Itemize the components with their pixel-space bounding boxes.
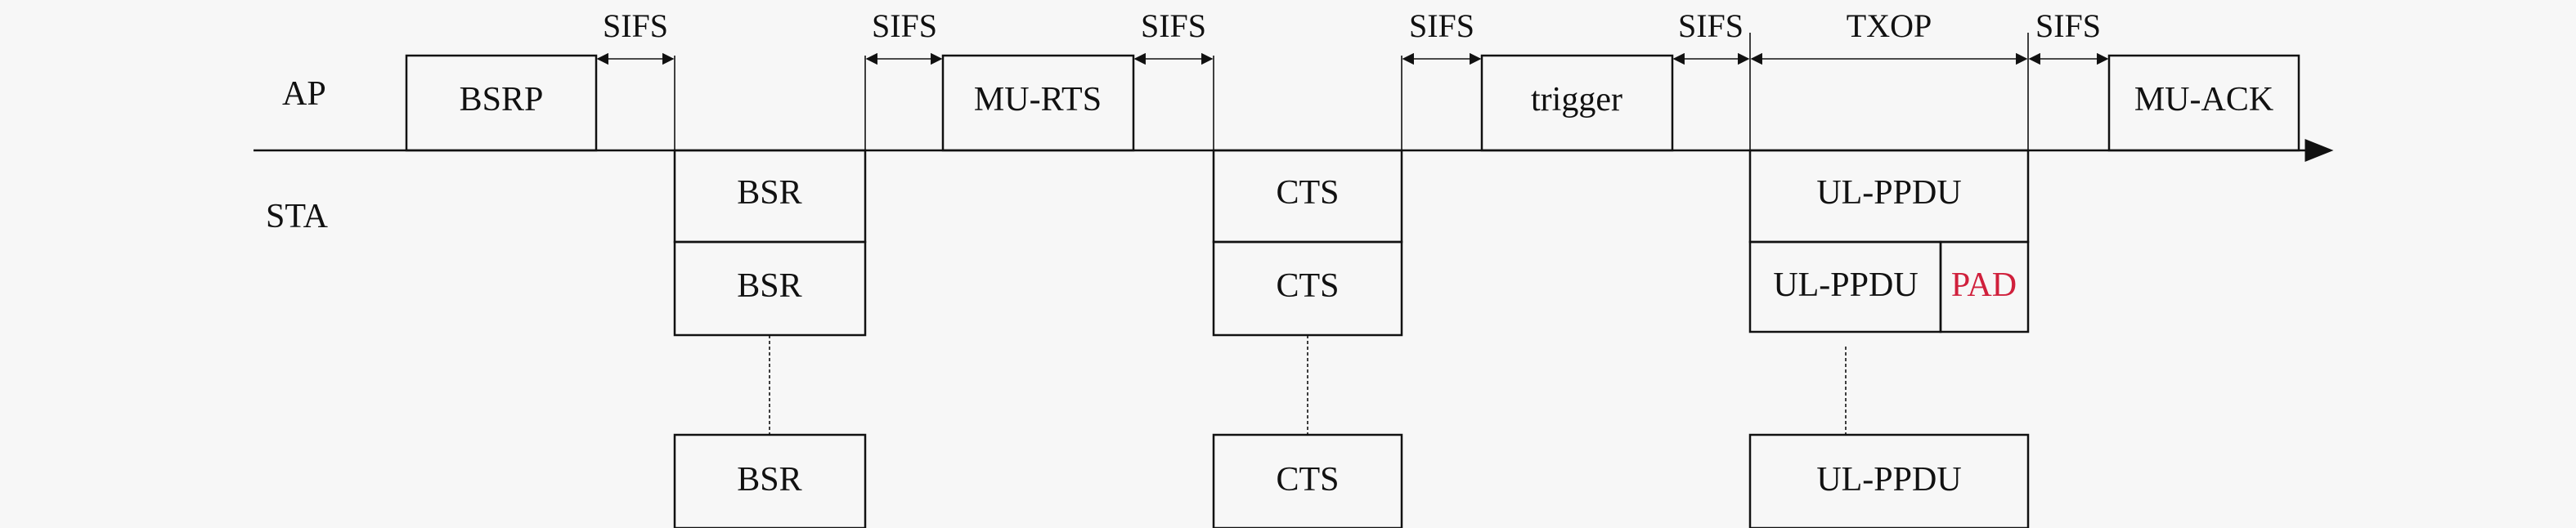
sifs-interval-4: SIFS <box>1401 7 1483 150</box>
frame-cts-1-label: CTS <box>1276 174 1339 212</box>
sifs-interval-3: SIFS <box>1133 7 1214 150</box>
sifs-interval-6: SIFS <box>2027 7 2110 150</box>
frame-ul-ppdu-1: UL-PPDU <box>1748 149 2030 244</box>
frame-ul-ppdu-n-label: UL-PPDU <box>1816 461 1961 499</box>
sifs-label-3: SIFS <box>1141 7 1206 44</box>
frame-bsr-2: BSR <box>673 240 867 337</box>
sifs-label-6: SIFS <box>2035 7 2101 44</box>
ap-label: AP <box>282 75 326 113</box>
sifs-interval-2: SIFS <box>864 7 944 150</box>
sifs-label-4: SIFS <box>1409 7 1474 44</box>
frame-cts-2: CTS <box>1212 240 1403 337</box>
frame-mu-rts: MU-RTS <box>941 54 1135 152</box>
sifs-label-5: SIFS <box>1678 7 1744 44</box>
frame-cts-1: CTS <box>1212 149 1403 244</box>
frame-pad-label: PAD <box>1951 266 2017 304</box>
frame-trigger-label: trigger <box>1531 81 1622 119</box>
frame-bsrp: BSRP <box>405 54 598 152</box>
frame-cts-n: CTS <box>1212 433 1403 528</box>
frame-ul-ppdu-1-label: UL-PPDU <box>1816 174 1961 212</box>
frame-ul-ppdu-2: UL-PPDU <box>1748 240 1942 333</box>
sifs-label-2: SIFS <box>872 7 937 44</box>
frame-pad: PAD <box>1939 240 2030 333</box>
txop-label: TXOP <box>1847 7 1932 44</box>
frame-bsr-2-label: BSR <box>737 267 801 305</box>
frame-cts-2-label: CTS <box>1276 267 1339 305</box>
frame-mu-ack: MU-ACK <box>2107 54 2300 152</box>
frame-bsr-n: BSR <box>673 433 867 528</box>
frame-ul-ppdu-n: UL-PPDU <box>1748 433 2030 528</box>
frame-bsr-1: BSR <box>673 149 867 244</box>
sifs-label-1: SIFS <box>603 7 668 44</box>
frame-bsr-n-label: BSR <box>737 461 801 499</box>
frame-bsr-1-label: BSR <box>737 174 801 212</box>
sifs-interval-1: SIFS <box>595 7 675 150</box>
sta-label: STA <box>266 198 329 235</box>
txop-interval: TXOP <box>1749 7 2029 65</box>
frame-mu-rts-label: MU-RTS <box>974 81 1102 119</box>
frame-ul-ppdu-2-label: UL-PPDU <box>1773 266 1918 304</box>
frame-cts-n-label: CTS <box>1276 461 1339 499</box>
sifs-interval-5: SIFS <box>1672 7 1751 150</box>
frame-trigger: trigger <box>1480 54 1674 152</box>
frame-mu-ack-label: MU-ACK <box>2134 81 2273 119</box>
frame-bsrp-label: BSRP <box>460 81 544 119</box>
